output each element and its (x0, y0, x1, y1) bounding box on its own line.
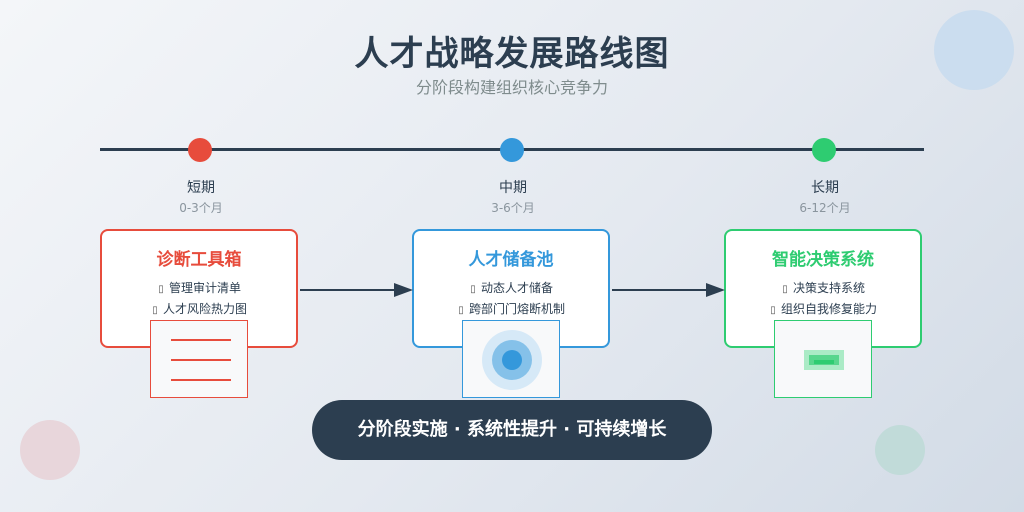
bullet-icon: ▯ (152, 305, 158, 316)
arrow-right-icon (300, 283, 413, 297)
stage-2-item-2-text: 跨部门门熔断机制 (468, 302, 565, 316)
stage-3-label: 长期 (811, 180, 839, 196)
stage-2-marker (500, 138, 524, 162)
bullet-icon: ▯ (158, 284, 164, 295)
stage-2-item-1: ▯ 动态人才储备 (414, 279, 608, 296)
stage-3-item-2-text: 组织自我修复能力 (780, 302, 877, 316)
arrow-right-icon (612, 283, 725, 297)
bullet-icon: ▯ (782, 284, 788, 295)
stage-1-card-title: 诊断工具箱 (156, 250, 242, 270)
stage-2-range: 3-6个月 (491, 201, 535, 215)
stage-1-label: 短期 (187, 180, 215, 196)
stage-1-range: 0-3个月 (179, 201, 223, 215)
decorative-circle-bottom-right (875, 425, 925, 475)
stage-3-item-1-text: 决策支持系统 (792, 281, 865, 295)
decorative-circle-top-right (934, 10, 1014, 90)
stage-3-range: 6-12个月 (799, 201, 851, 215)
stage-3-card-title: 智能决策系统 (772, 250, 874, 270)
stage-3-item-1: ▯ 决策支持系统 (726, 279, 920, 296)
page-title: 人才战略发展路线图 (354, 34, 670, 74)
stage-1-item-1: ▯ 管理审计清单 (102, 279, 296, 296)
checklist-lines-icon (150, 320, 248, 398)
stage-1-item-1-text: 管理审计清单 (168, 281, 241, 295)
stage-2-item-1-text: 动态人才储备 (480, 281, 553, 295)
stage-2-card: 人才储备池 ▯ 动态人才储备 ▯ 跨部门门熔断机制 (412, 229, 610, 348)
stage-1-item-2: ▯ 人才风险热力图 (102, 300, 296, 317)
stacked-layers-icon (774, 320, 872, 398)
bullet-icon: ▯ (770, 305, 776, 316)
stage-2-label: 中期 (499, 180, 527, 196)
summary-banner: 分阶段实施 · 系统性提升 · 可持续增长 (312, 400, 712, 460)
bullet-icon: ▯ (458, 305, 464, 316)
stage-2-item-2: ▯ 跨部门门熔断机制 (414, 300, 608, 317)
stage-1-item-2-text: 人才风险热力图 (162, 302, 247, 316)
stage-1-marker (188, 138, 212, 162)
concentric-pool-icon (462, 320, 560, 398)
stage-3-marker (812, 138, 836, 162)
bullet-icon: ▯ (470, 284, 476, 295)
stage-2-card-title: 人才储备池 (468, 250, 554, 270)
stage-3-item-2: ▯ 组织自我修复能力 (726, 300, 920, 317)
page-subtitle: 分阶段构建组织核心竞争力 (415, 78, 608, 97)
decorative-circle-bottom-left (20, 420, 80, 480)
